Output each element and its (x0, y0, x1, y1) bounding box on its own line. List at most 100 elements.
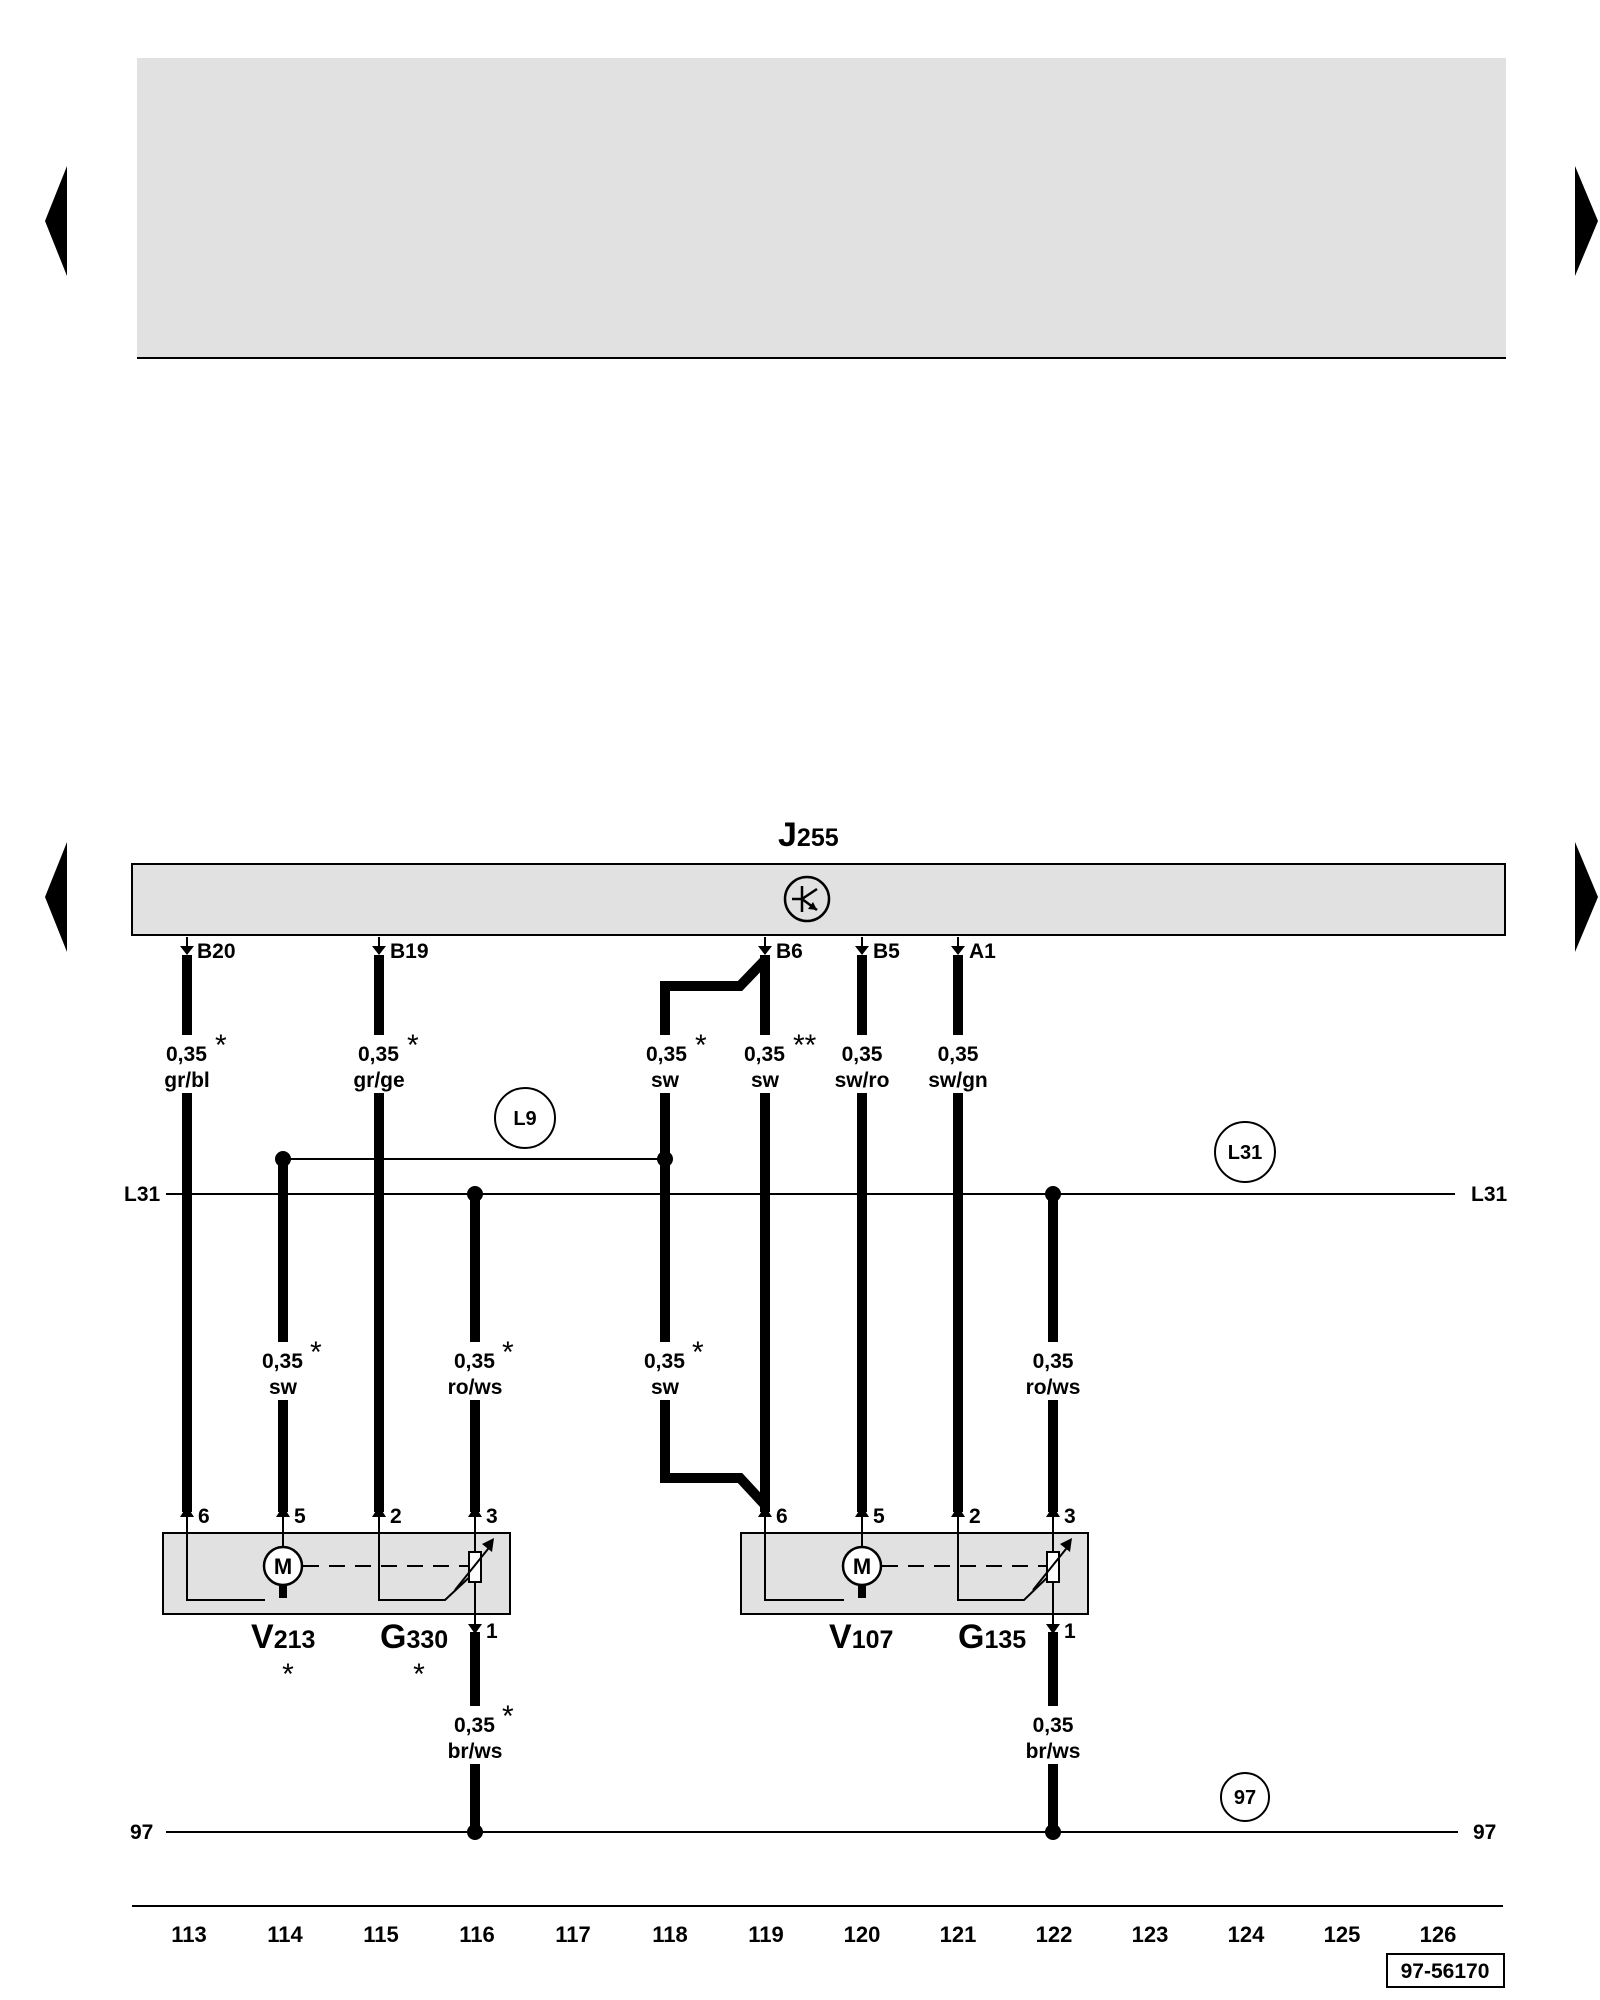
column-number: 123 (1132, 1922, 1169, 1947)
wire-size-label: 0,35 (454, 1350, 495, 1373)
pin-label: 6 (776, 1505, 788, 1528)
junction-dot (1045, 1186, 1061, 1202)
l31-left-label: L31 (124, 1183, 161, 1206)
wire-size-label: 0,35 (454, 1714, 495, 1737)
pin-arrow-icon (468, 1506, 482, 1517)
wire-mark: * (692, 1336, 704, 1369)
pin-label: B19 (390, 940, 429, 963)
potentiometer-icon (454, 1538, 494, 1591)
pin-arrow-icon (372, 946, 386, 955)
pin-arrow-icon (855, 1506, 869, 1517)
wire-mark: * (215, 1029, 227, 1062)
component-label-g135: G135 (958, 1618, 1026, 1656)
column-number: 118 (652, 1922, 688, 1947)
pin-arrow-icon (855, 946, 869, 955)
97-left-label: 97 (130, 1821, 153, 1844)
wire-color-label: sw (651, 1069, 680, 1092)
pin-arrow-icon (1046, 1624, 1060, 1634)
pin-label: 3 (486, 1505, 498, 1528)
motor-icon (841, 1545, 883, 1587)
control-unit-box (131, 863, 1506, 936)
column-number: 116 (459, 1922, 495, 1947)
97-right-label: 97 (1473, 1821, 1496, 1844)
pin-arrow-icon (951, 1506, 965, 1517)
figure-id: 97-56170 (1401, 1960, 1490, 1983)
wire-size-label: 0,35 (646, 1043, 687, 1066)
wire-mark: * (502, 1700, 514, 1733)
wire-size-label: 0,35 (262, 1350, 303, 1373)
column-number: 113 (171, 1922, 207, 1947)
svg-text:97: 97 (1234, 1787, 1256, 1809)
pin-arrow-icon (372, 1506, 386, 1517)
motor-icon (262, 1545, 304, 1587)
wire-size-label: 0,35 (842, 1043, 883, 1066)
pin-label: A1 (969, 940, 996, 963)
pin-label: 5 (873, 1505, 885, 1528)
column-number: 120 (844, 1922, 881, 1947)
pin-label: 1 (486, 1620, 498, 1643)
wire-mark: * (407, 1029, 419, 1062)
column-number: 124 (1228, 1922, 1265, 1947)
triangle-right-icon[interactable] (1575, 842, 1598, 952)
wire-color-label: sw/gn (928, 1069, 988, 1092)
actuator-box-right (740, 1532, 1089, 1615)
control-unit-label: J255 (778, 816, 839, 854)
column-number: 125 (1324, 1922, 1361, 1947)
junction-dot (275, 1151, 291, 1167)
wire-size-label: 0,35 (744, 1043, 785, 1066)
wire-mark: * (310, 1336, 322, 1369)
column-number: 119 (748, 1922, 784, 1947)
pin-label: 1 (1064, 1620, 1076, 1643)
wire-color-label: sw (269, 1376, 298, 1399)
header-panel (137, 58, 1506, 358)
wire-mark: ** (793, 1029, 817, 1062)
wire-color-label: br/ws (1026, 1740, 1081, 1763)
connection-l9-marker: L9 (494, 1087, 556, 1149)
pin-arrow-icon (180, 946, 194, 955)
wire-color-label: ro/ws (448, 1376, 503, 1399)
climatronic-icon (783, 875, 831, 923)
junction-dot (1045, 1824, 1061, 1840)
junction-dot (657, 1151, 673, 1167)
pin-label: 2 (969, 1505, 981, 1528)
l31-right-label: L31 (1471, 1183, 1508, 1206)
pin-arrow-icon (758, 1506, 772, 1517)
pin-arrow-icon (180, 1506, 194, 1517)
svg-text:L31: L31 (1228, 1142, 1262, 1164)
wire-mark: * (695, 1029, 707, 1062)
pin-arrow-icon (758, 946, 772, 955)
connection-l31-marker: L31 (1214, 1121, 1276, 1183)
junction-dot (467, 1824, 483, 1840)
actuator-box-left (162, 1532, 511, 1615)
pin-label: 2 (390, 1505, 402, 1528)
wire-color-label: sw (651, 1376, 680, 1399)
junction-dot (467, 1186, 483, 1202)
svg-text:L9: L9 (513, 1108, 536, 1130)
pin-arrow-icon (276, 1506, 290, 1517)
wire-color-label: br/ws (448, 1740, 503, 1763)
wire-color-label: gr/bl (164, 1069, 210, 1092)
pin-label: B20 (197, 940, 236, 963)
wire-size-label: 0,35 (166, 1043, 207, 1066)
connection-97-marker: 97 (1220, 1772, 1270, 1822)
potentiometer-icon (1032, 1538, 1072, 1591)
pin-label: B5 (873, 940, 900, 963)
pin-arrow-icon (951, 946, 965, 955)
column-number: 114 (267, 1922, 303, 1947)
wire-sw-loop (660, 956, 769, 1509)
triangle-left-icon[interactable] (45, 842, 67, 952)
pin-arrow-icon (468, 1624, 482, 1634)
column-number: 121 (940, 1922, 977, 1947)
wire-size-label: 0,35 (1033, 1714, 1074, 1737)
component-label-v213: V213 (251, 1618, 315, 1656)
component-label-v107: V107 (829, 1618, 893, 1656)
pin-label: B6 (776, 940, 803, 963)
pin-label: 3 (1064, 1505, 1076, 1528)
triangle-left-icon[interactable] (45, 166, 67, 276)
wire-color-label: sw/ro (835, 1069, 890, 1092)
wire-size-label: 0,35 (938, 1043, 979, 1066)
component-mark: * (282, 1658, 294, 1691)
motor-symbol: M (853, 1554, 871, 1579)
wire-color-label: sw (751, 1069, 780, 1092)
triangle-right-icon[interactable] (1575, 166, 1598, 276)
